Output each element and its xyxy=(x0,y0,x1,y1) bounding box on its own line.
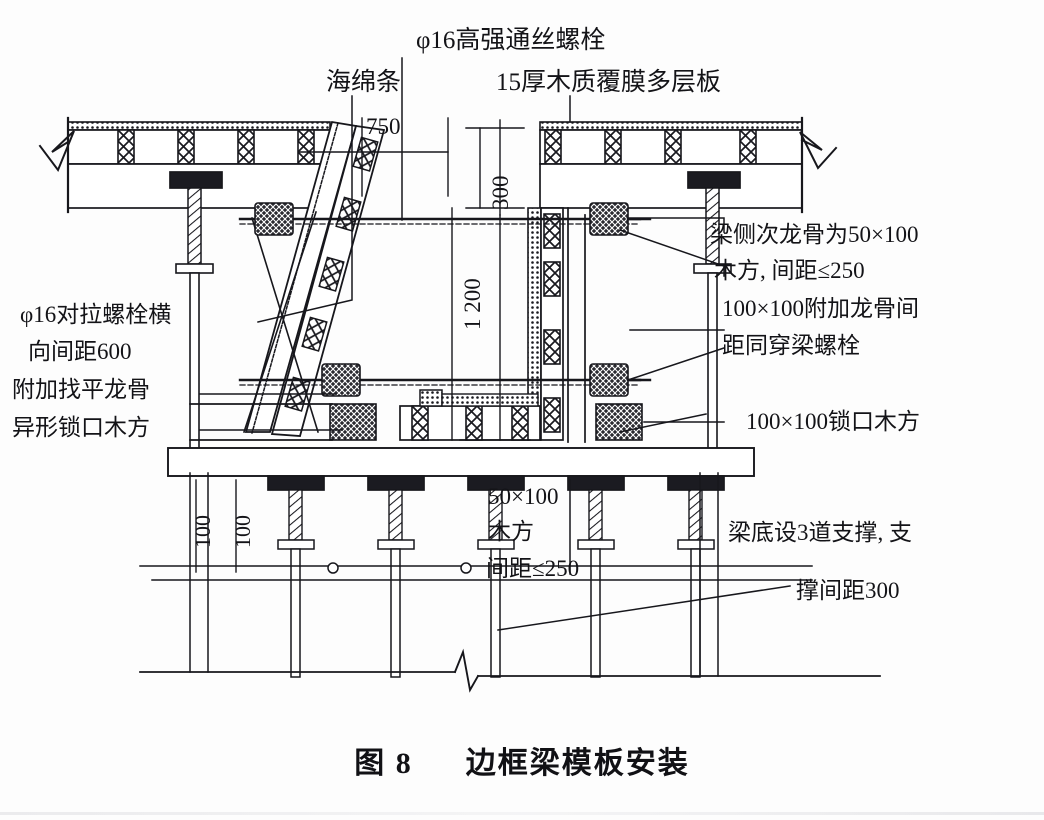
label-support-line2: 撑间距300 xyxy=(796,578,900,603)
dimension-750: 750 xyxy=(366,114,401,139)
label-timber-line2: 木方 xyxy=(488,519,534,544)
label-tie-bolt-line1: φ16对拉螺栓横 xyxy=(20,302,172,327)
label-side-joist-line2: 木方, 间距≤250 xyxy=(714,258,865,283)
slab-props xyxy=(169,171,741,474)
label-side-joist-line1: 梁侧次龙骨为50×100 xyxy=(710,222,919,247)
label-extra-joist-line2: 距同穿梁螺栓 xyxy=(722,333,860,358)
bottom-props xyxy=(139,475,813,678)
ground-line xyxy=(139,472,881,693)
dimension-1200: 1 200 xyxy=(460,278,485,330)
figure-number: 图 8 xyxy=(354,747,413,780)
label-tie-bolt-line2: 向间距600 xyxy=(28,339,132,364)
figure-title: 边框梁模板安装 xyxy=(465,747,690,780)
label-sponge-strip: 海绵条 xyxy=(326,69,402,96)
dimension-300: 300 xyxy=(488,175,513,211)
dimension-100-a: 100 xyxy=(190,515,215,548)
label-timber-line1: 50×100 xyxy=(488,484,559,509)
label-support-line1: 梁底设3道支撑, 支 xyxy=(728,520,912,545)
left-slab-formwork xyxy=(38,116,331,214)
label-leveling-joist: 附加找平龙骨 xyxy=(12,377,150,402)
slanted-formwork-panel xyxy=(242,120,386,437)
label-lock-timber: 100×100锁口木方 xyxy=(746,409,920,434)
figure-caption: 图 8 边框梁模板安装 xyxy=(0,738,1044,782)
tie-bolts xyxy=(238,202,652,397)
label-extra-joist-line1: 100×100附加龙骨间 xyxy=(722,296,919,321)
dimension-100-b: 100 xyxy=(230,515,255,548)
right-slab-formwork xyxy=(539,116,838,214)
label-plywood: 15厚木质覆膜多层板 xyxy=(496,69,722,96)
beam-bottom-assembly xyxy=(189,389,643,441)
main-bearer xyxy=(167,447,755,477)
label-shaped-lock-timber: 异形锁口木方 xyxy=(12,415,150,440)
label-high-strength-bolt: φ16高强通丝螺栓 xyxy=(416,27,606,54)
beam-cavity xyxy=(527,207,586,443)
leader-lines xyxy=(199,57,791,631)
label-timber-line3: 间距≤250 xyxy=(486,556,580,581)
page-bottom-artifact xyxy=(0,812,1044,815)
dimension-lines xyxy=(195,117,531,573)
